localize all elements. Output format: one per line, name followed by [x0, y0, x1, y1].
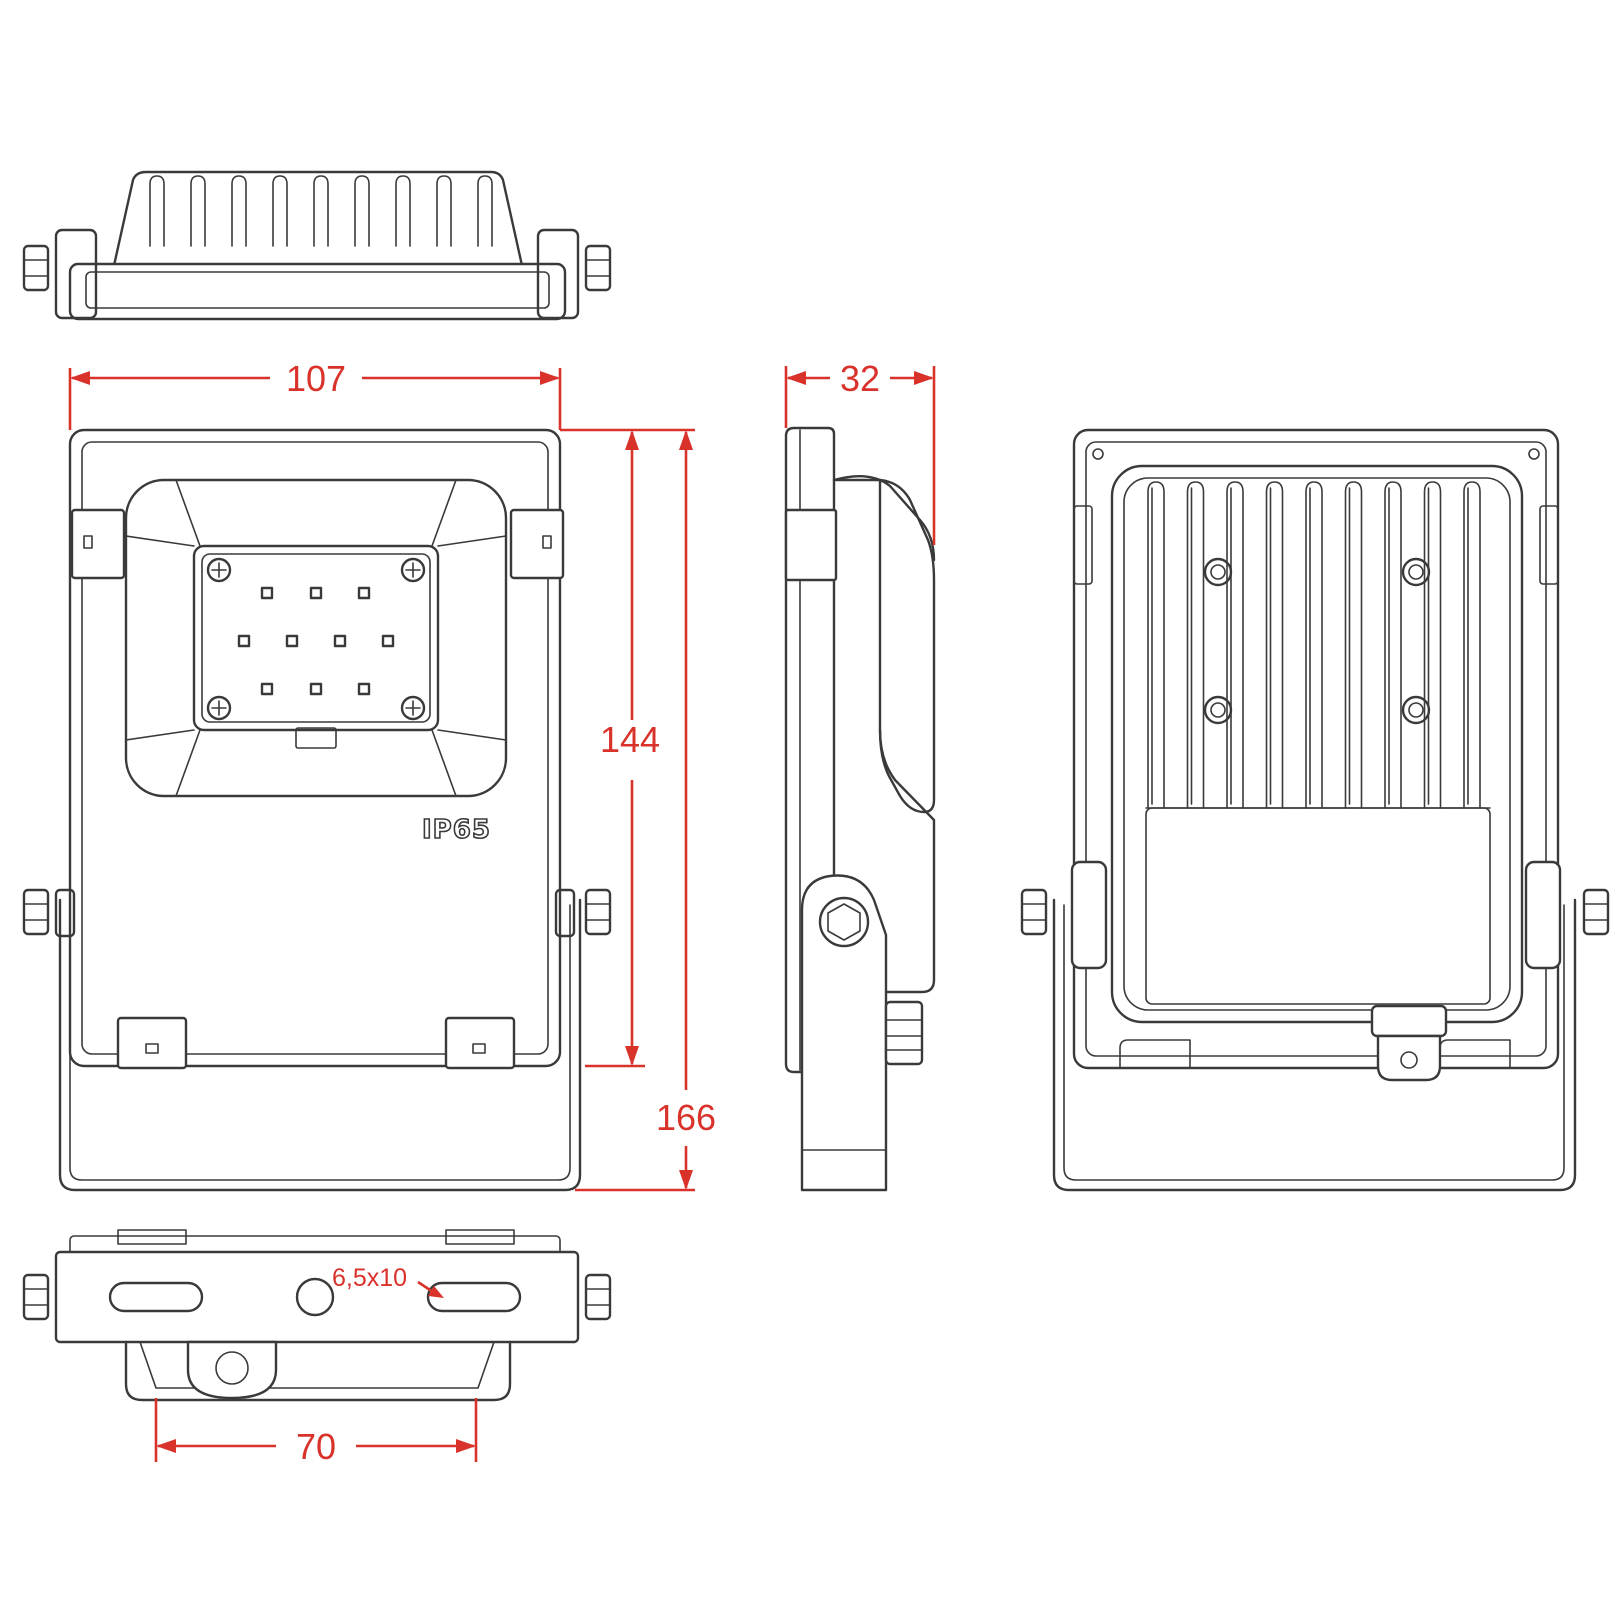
- dim-mount-spacing-label: 70: [296, 1426, 336, 1467]
- front-view: IP65: [22, 428, 612, 1192]
- dim-depth-label: 32: [840, 358, 880, 399]
- center-hole: [295, 1277, 335, 1317]
- top-fin: [149, 175, 165, 247]
- dim-mount-spacing: 70: [154, 1398, 478, 1467]
- dim-slot: 6,5x10: [332, 1264, 444, 1298]
- dim-height-total-label: 166: [656, 1097, 716, 1138]
- top-fin: [395, 175, 411, 247]
- top-fin: [272, 175, 288, 247]
- top-fin: [231, 175, 247, 247]
- back-fin: [1147, 481, 1165, 809]
- top-view-fins: [149, 175, 493, 247]
- mount-slot-right: [426, 1281, 522, 1313]
- dim-slot-label: 6,5x10: [332, 1264, 407, 1292]
- mount-slot-left: [108, 1281, 204, 1313]
- side-view: [784, 426, 936, 1192]
- back-fin: [1305, 481, 1323, 809]
- top-view: [22, 170, 612, 321]
- ip-rating-label: IP65: [422, 815, 491, 845]
- back-view: [1020, 428, 1610, 1192]
- back-fin: [1226, 481, 1244, 809]
- back-view-fins: [1147, 481, 1481, 809]
- top-fin: [477, 175, 493, 247]
- dimensions: 107 32 144 166: [68, 358, 936, 1467]
- bottom-view: [22, 1229, 612, 1402]
- dim-width: 107: [68, 358, 562, 430]
- top-fin: [354, 175, 370, 247]
- back-fin: [1186, 481, 1205, 809]
- top-fin: [313, 175, 329, 247]
- dim-height-body-label: 144: [600, 719, 660, 760]
- dim-depth: 32: [784, 358, 936, 545]
- top-fin: [190, 175, 206, 247]
- top-fin: [436, 175, 452, 247]
- dim-height-body: 144: [560, 428, 695, 1068]
- dim-width-label: 107: [286, 358, 346, 399]
- back-fin: [1423, 481, 1442, 809]
- back-fin: [1463, 481, 1481, 809]
- back-fin: [1344, 481, 1363, 809]
- dim-height-total: 166: [575, 430, 716, 1192]
- back-fin: [1265, 481, 1284, 809]
- back-fin: [1384, 481, 1402, 809]
